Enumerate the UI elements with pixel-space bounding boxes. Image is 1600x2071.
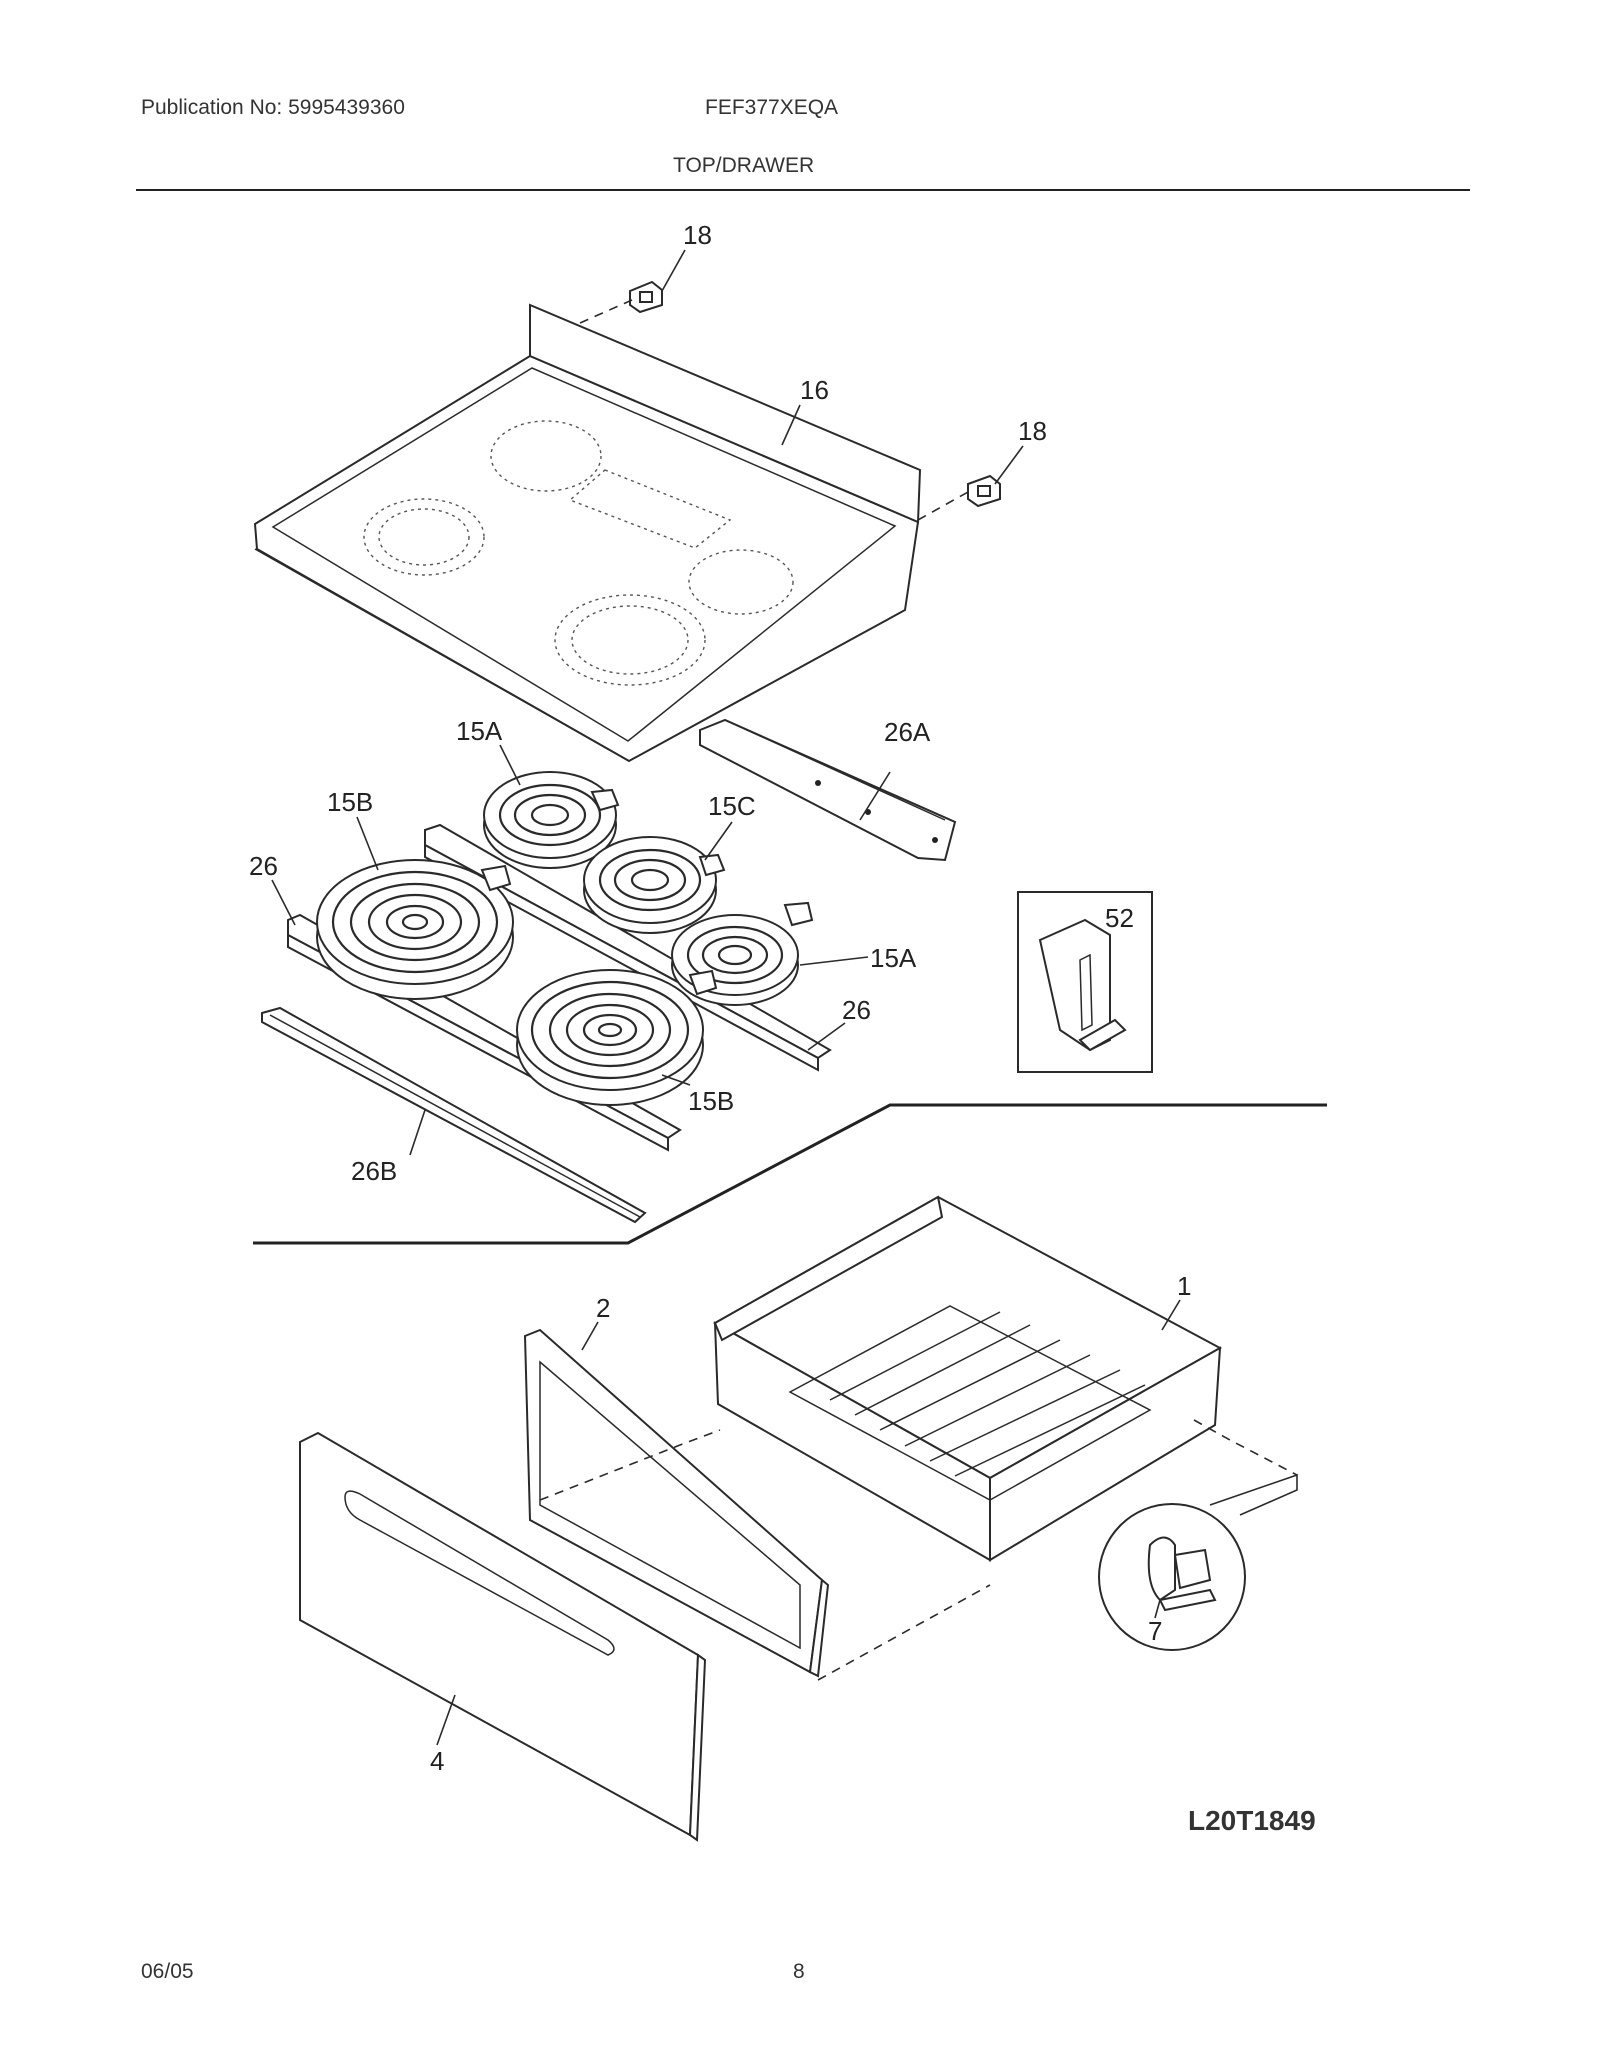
burner-part-15b-bottom (516, 969, 718, 1106)
drawer-front-part-4 (299, 1431, 707, 1842)
bracket-part-26a (699, 718, 957, 862)
callout-15c: 15C (708, 791, 756, 821)
callout-26-left: 26 (249, 851, 278, 881)
detail-part-7 (1098, 1503, 1246, 1651)
callout-18-top: 18 (683, 220, 712, 250)
footer-page-number: 8 (793, 1960, 805, 1983)
inset-part-52 (1017, 891, 1153, 1073)
section-divider (253, 1103, 1327, 1245)
burner-part-15b-left (316, 859, 514, 1000)
callout-16: 16 (800, 375, 829, 405)
callout-2: 2 (596, 1293, 610, 1323)
callout-15b-bottom: 15B (688, 1086, 734, 1116)
drawer-box-part-1 (712, 1195, 1223, 1562)
callout-1: 1 (1177, 1271, 1191, 1301)
diagram-code: L20T1849 (1188, 1805, 1316, 1836)
section-title: TOP/DRAWER (673, 154, 815, 177)
callout-26b: 26B (351, 1156, 397, 1186)
callout-7: 7 (1148, 1616, 1162, 1646)
callout-26a: 26A (884, 717, 931, 747)
trim-part-26b (261, 1006, 647, 1224)
callout-4: 4 (430, 1746, 444, 1776)
callout-15a-top: 15A (456, 716, 503, 746)
drawer-inner-frame-part-2 (523, 1328, 830, 1678)
callout-26-right: 26 (842, 995, 871, 1025)
callout-15a-right: 15A (870, 943, 917, 973)
clip-part-18-right (967, 474, 1001, 508)
clip-part-18-top (629, 280, 663, 314)
callout-52: 52 (1105, 903, 1134, 933)
callout-18-right: 18 (1018, 416, 1047, 446)
header-rule (136, 189, 1470, 191)
burner-part-15c (583, 836, 726, 934)
cooktop-part-16 (253, 303, 922, 763)
callout-15b-left: 15B (327, 787, 373, 817)
burner-part-15a-top (483, 771, 620, 869)
model-number: FEF377XEQA (705, 96, 839, 119)
footer-date: 06/05 (141, 1960, 194, 1983)
publication-number: Publication No: 5995439360 (141, 96, 405, 119)
